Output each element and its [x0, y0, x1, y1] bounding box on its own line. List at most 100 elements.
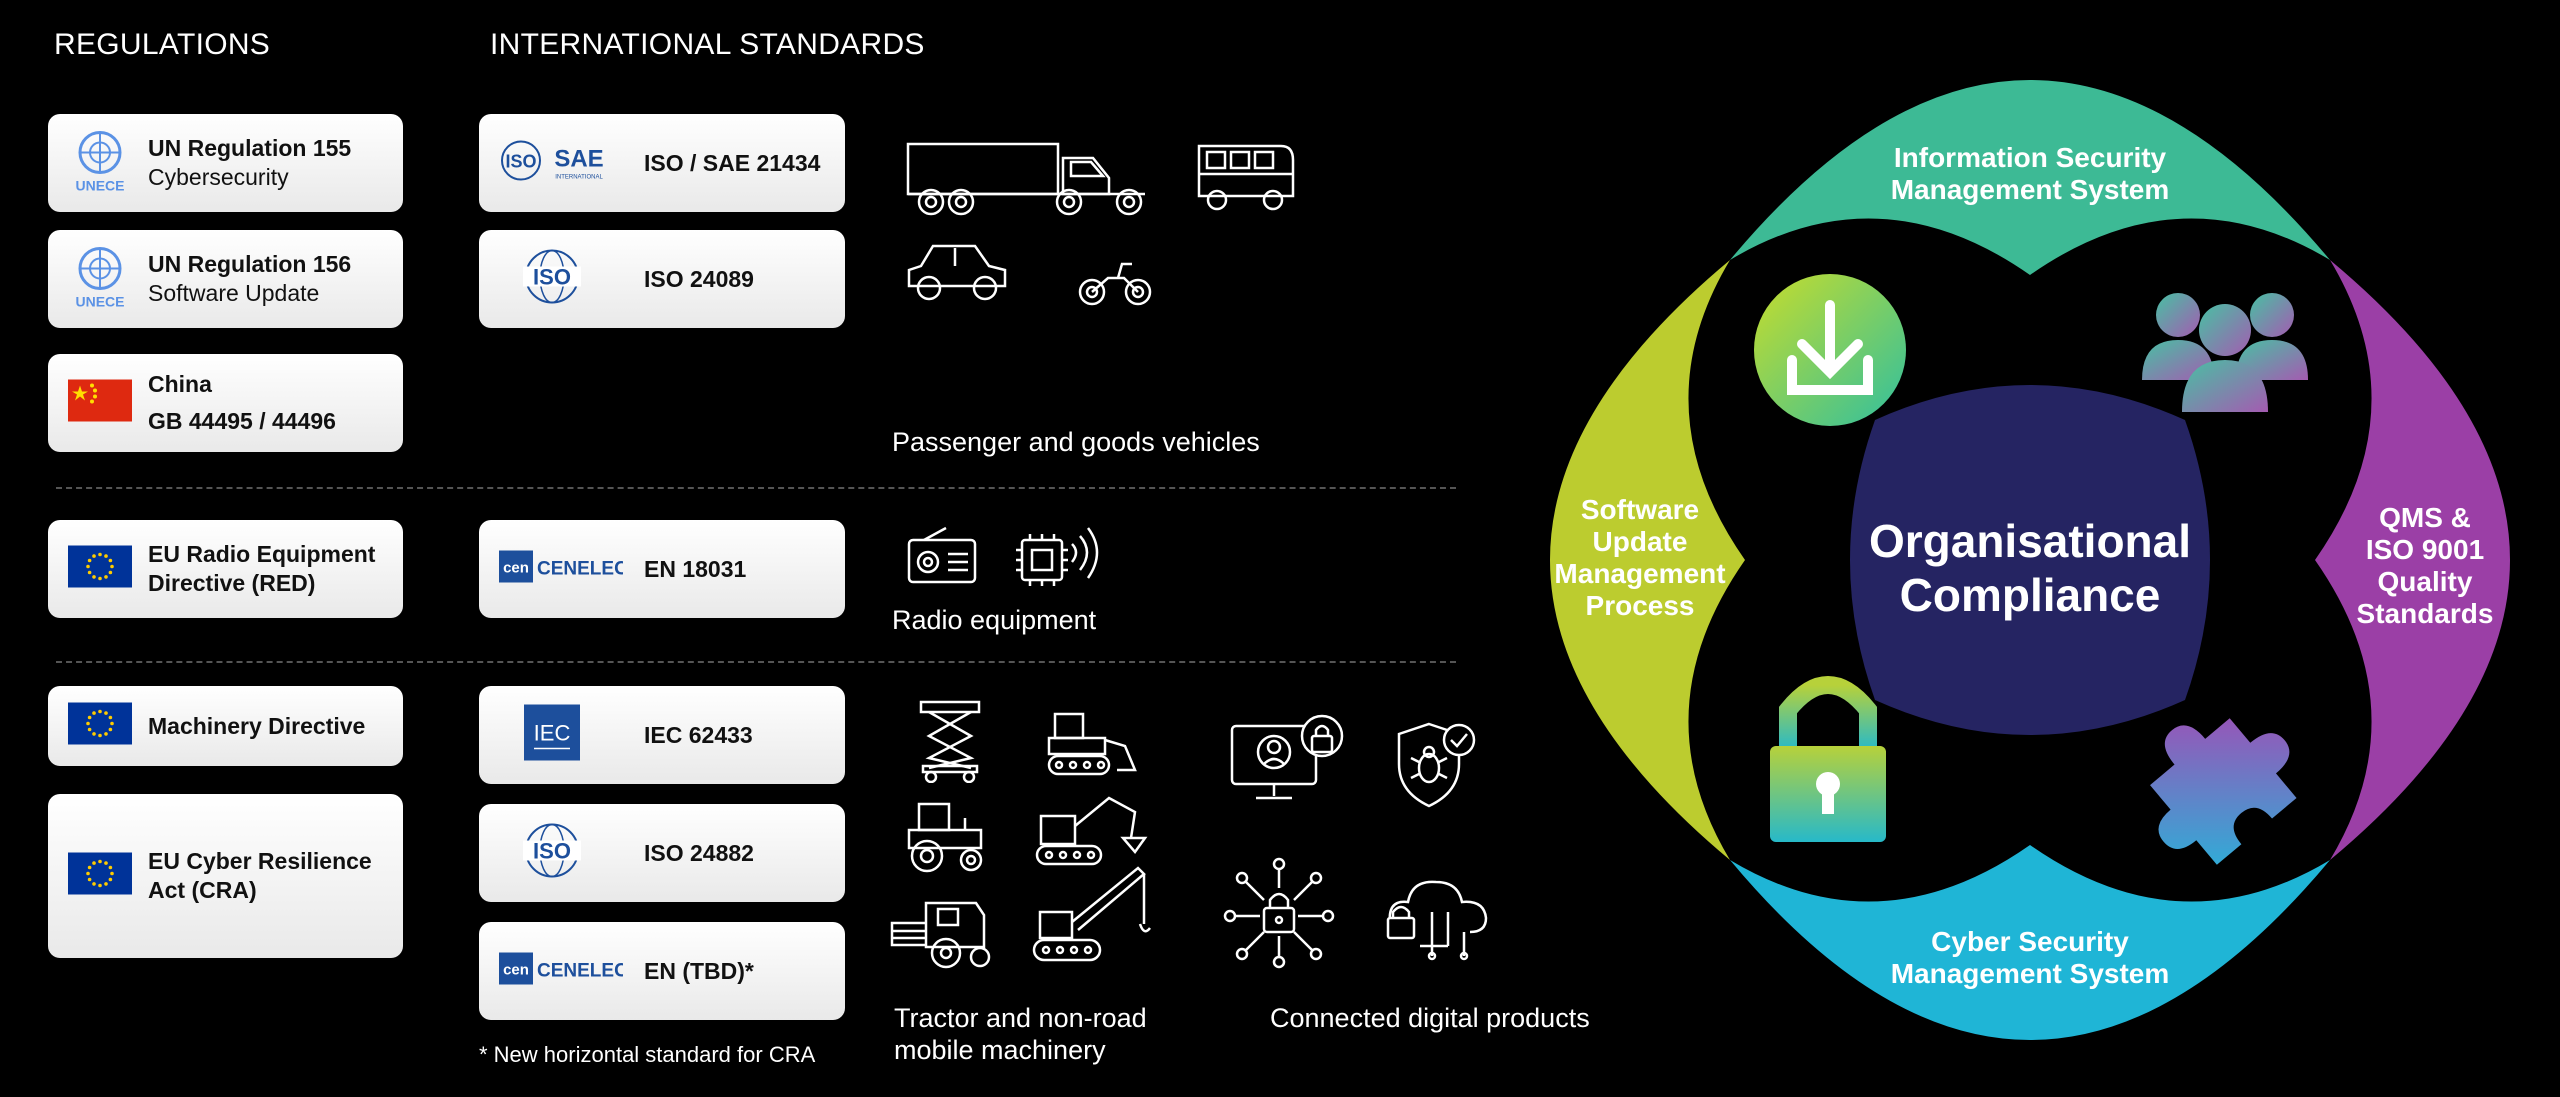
label-software-update-line3: Management	[1554, 558, 1726, 589]
iec-logo: IEC	[524, 704, 580, 766]
iso-logo-text: ISO	[533, 839, 571, 864]
regulation-title: UN Regulation 156	[148, 251, 352, 277]
label-software-update-line1: Software	[1580, 494, 1700, 525]
standard-card-en-tbd: cen CENELEC EN (TBD)*	[479, 922, 845, 1020]
caption-radio: Radio equipment	[892, 605, 1097, 635]
standard-label: ISO 24882	[644, 839, 754, 866]
caption-vehicles: Passenger and goods vehicles	[892, 427, 1260, 457]
regulation-subtitle: Act (CRA)	[148, 877, 257, 903]
regulation-title: China	[148, 371, 212, 397]
standards-heading: INTERNATIONAL STANDARDS	[490, 28, 925, 61]
crane-icon	[1032, 866, 1151, 962]
regulation-title: EU Radio Equipment	[148, 541, 376, 567]
tractor-icon	[907, 802, 983, 873]
monitor-user-lock-icon	[1230, 714, 1344, 800]
regulation-subtitle: Software Update	[148, 280, 320, 306]
caption-machinery-line1: Tractor and non-road	[894, 1003, 1147, 1033]
cenelec-logo-text: CENELEC	[537, 559, 623, 580]
regulation-card-un-155: UNECE UN Regulation 155 Cybersecurity	[48, 114, 403, 212]
network-lock-icon	[1223, 857, 1335, 969]
label-cyber-security: Cyber Security Management System	[1830, 926, 2230, 990]
petal-right	[2315, 260, 2510, 860]
truck-icon	[906, 142, 1145, 216]
caption-machinery: Tractor and non-road mobile machinery	[894, 1002, 1147, 1066]
car-icon	[907, 244, 1007, 301]
section-divider	[56, 487, 1456, 489]
label-qms-line1: QMS &	[2379, 502, 2471, 533]
standard-label: ISO 24089	[644, 265, 754, 292]
unece-logo: UNECE	[68, 245, 132, 314]
section-divider	[56, 661, 1456, 663]
label-software-update-line4: Process	[1585, 590, 1695, 621]
iso-logo-text: ISO	[533, 265, 571, 290]
cenelec-logo-text: CENELEC	[537, 961, 623, 982]
sae-logo-subtext: INTERNATIONAL	[555, 175, 603, 181]
motorcycle-icon	[1078, 262, 1152, 306]
cloud-lock-icon	[1386, 880, 1488, 961]
compliance-diagram	[1550, 80, 2510, 1040]
excavator-icon	[1035, 796, 1148, 866]
cen-cenelec-logo: cen CENELEC	[499, 951, 628, 992]
download-icon	[1754, 274, 1906, 426]
sae-logo-text: SAE	[554, 146, 603, 173]
standard-card-iso-24882: ISO ISO 24882	[479, 804, 845, 902]
eu-flag-icon	[68, 702, 132, 750]
bus-icon	[1197, 144, 1295, 211]
center-label-line1: Organisational	[1868, 515, 2192, 567]
unece-logo-text: UNECE	[75, 294, 124, 309]
label-software-update: Software Update Management Process	[1535, 494, 1745, 622]
padlock-icon	[1770, 676, 1886, 842]
label-cyber-security-line2: Management System	[1890, 958, 2170, 989]
cen-cenelec-logo: cen CENELEC	[499, 549, 628, 590]
unece-logo: UNECE	[68, 129, 132, 198]
standard-card-iec-62433: IEC IEC 62433	[479, 686, 845, 784]
iso-logo: ISO	[519, 249, 585, 310]
scissor-lift-icon	[919, 700, 981, 783]
standard-card-en-18031: cen CENELEC EN 18031	[479, 520, 845, 618]
caption-machinery-line2: mobile machinery	[894, 1035, 1106, 1065]
iso-logo: ISO	[519, 823, 585, 884]
label-qms-line4: Standards	[2356, 598, 2494, 629]
regulation-subtitle: Directive (RED)	[148, 570, 316, 596]
label-cyber-security-line1: Cyber Security	[1931, 926, 2129, 957]
cen-logo-text: cen	[503, 560, 529, 577]
iso-sae-logo: ISO SAE INTERNATIONAL	[499, 139, 619, 188]
regulation-title: Machinery Directive	[148, 712, 366, 739]
iec-logo-text: IEC	[534, 721, 571, 746]
standard-label: EN (TBD)*	[644, 957, 754, 984]
regulation-title: UN Regulation 155	[148, 135, 352, 161]
combine-harvester-icon	[890, 901, 991, 969]
label-information-security-line1: Information Security	[1893, 142, 2167, 173]
regulations-heading: REGULATIONS	[54, 28, 271, 61]
regulation-subtitle: Cybersecurity	[148, 164, 289, 190]
standard-card-iso-sae-21434: ISO SAE INTERNATIONAL ISO / SAE 21434	[479, 114, 845, 212]
iso-logo-text: ISO	[505, 152, 536, 172]
people-icon	[2142, 293, 2308, 412]
label-qms-line3: Quality	[2377, 566, 2473, 597]
standard-label: EN 18031	[644, 555, 747, 582]
regulation-title: EU Cyber Resilience	[148, 848, 372, 874]
shield-bug-icon	[1397, 722, 1476, 808]
label-information-security: Information Security Management System	[1830, 142, 2230, 206]
petal-left	[1550, 260, 1745, 860]
petal-bottom	[1730, 845, 2330, 1040]
caption-digital-products: Connected digital products	[1270, 1003, 1590, 1033]
bulldozer-icon	[1047, 712, 1137, 776]
cen-logo-text: cen	[503, 962, 529, 979]
standard-label: IEC 62433	[644, 721, 753, 748]
puzzle-icon	[2150, 718, 2297, 865]
regulation-card-china: China GB 44495 / 44496	[48, 354, 403, 452]
label-qms-line2: ISO 9001	[2365, 534, 2485, 565]
label-information-security-line2: Management System	[1890, 174, 2170, 205]
radio-icon	[907, 526, 977, 584]
regulation-subtitle: GB 44495 / 44496	[148, 408, 336, 434]
label-software-update-line2: Update	[1592, 526, 1688, 557]
china-flag-icon	[68, 379, 132, 427]
center-shape	[1850, 385, 2210, 735]
eu-flag-icon	[68, 545, 132, 593]
center-label: Organisational Compliance	[1840, 514, 2220, 622]
eu-flag-icon	[68, 852, 132, 900]
footnote-cra: * New horizontal standard for CRA	[479, 1042, 816, 1067]
regulation-card-eu-red: EU Radio Equipment Directive (RED)	[48, 520, 403, 618]
petal-top	[1730, 80, 2330, 275]
